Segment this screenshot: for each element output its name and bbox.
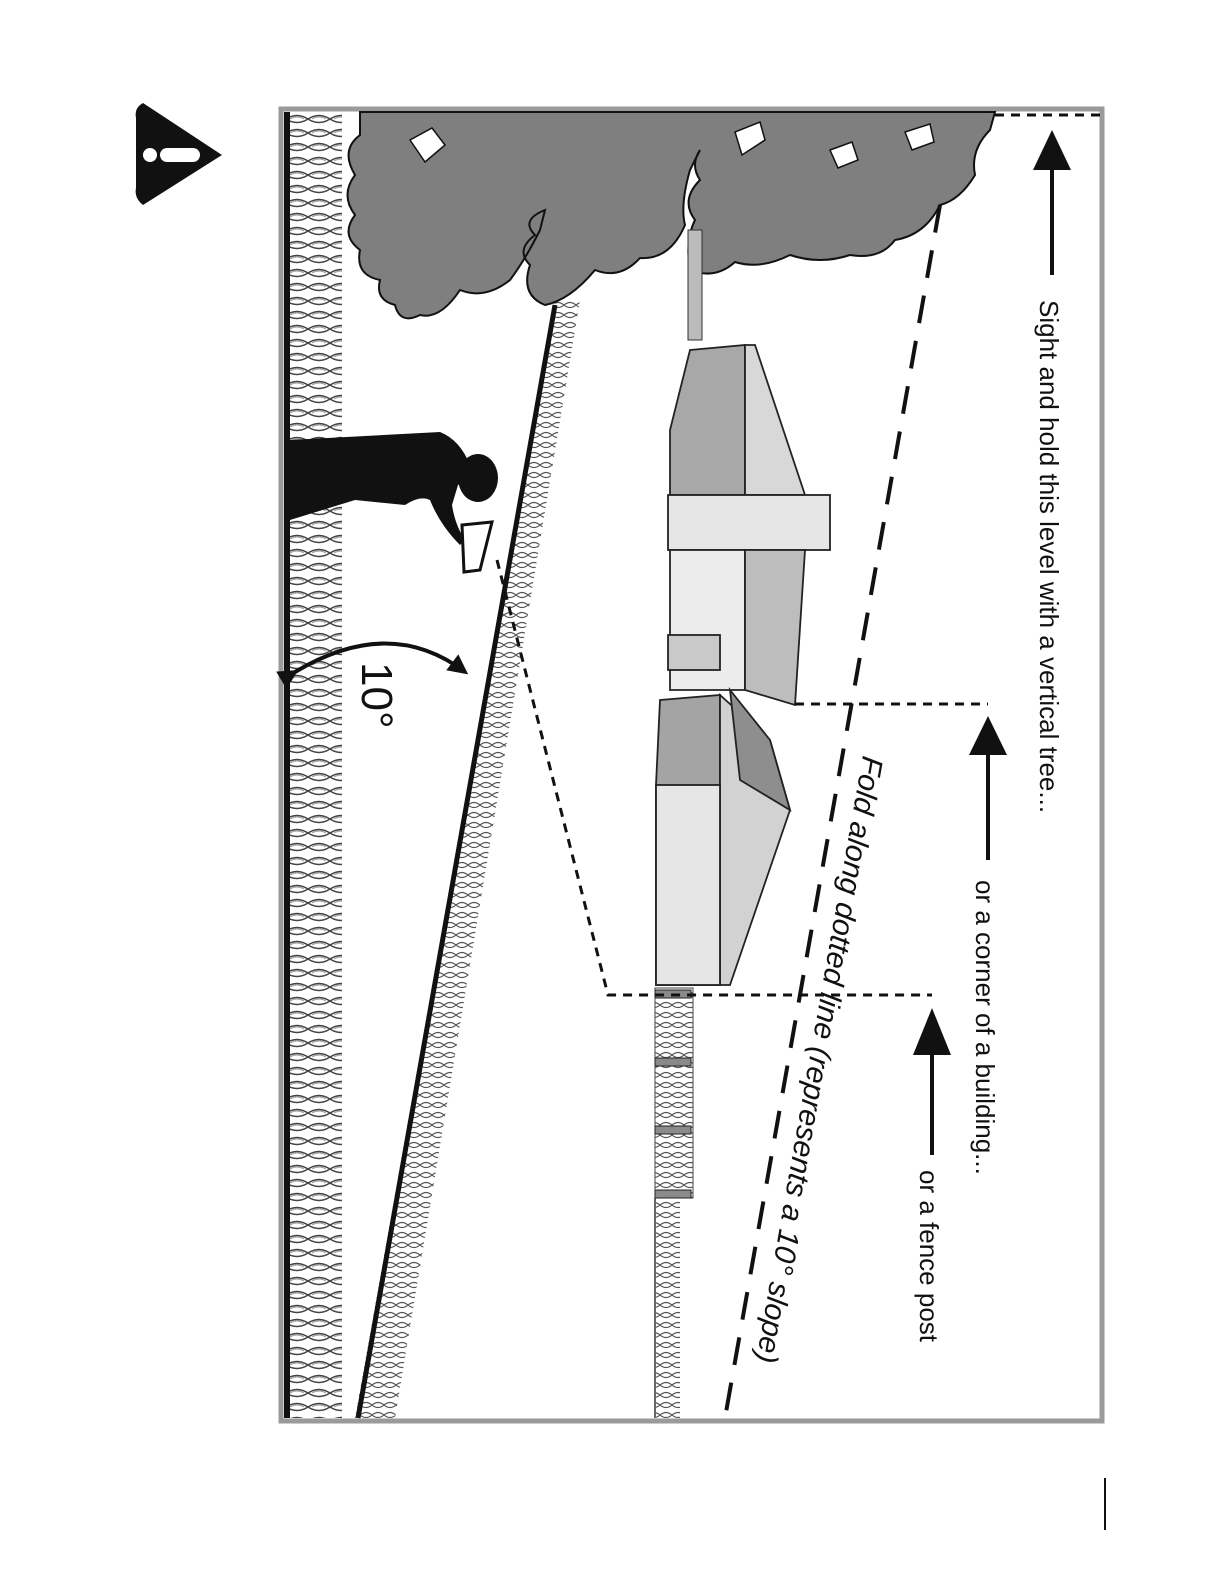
building-label: or a corner of a building...	[970, 880, 1000, 1175]
tree-label: Sight and hold this level with a vertica…	[1034, 300, 1064, 813]
fence-label: or a fence post	[914, 1170, 944, 1343]
angle-label: 10°	[352, 662, 401, 729]
warning-icon	[136, 103, 222, 205]
tree-trunk	[688, 230, 702, 340]
ground-grass	[284, 112, 342, 1418]
